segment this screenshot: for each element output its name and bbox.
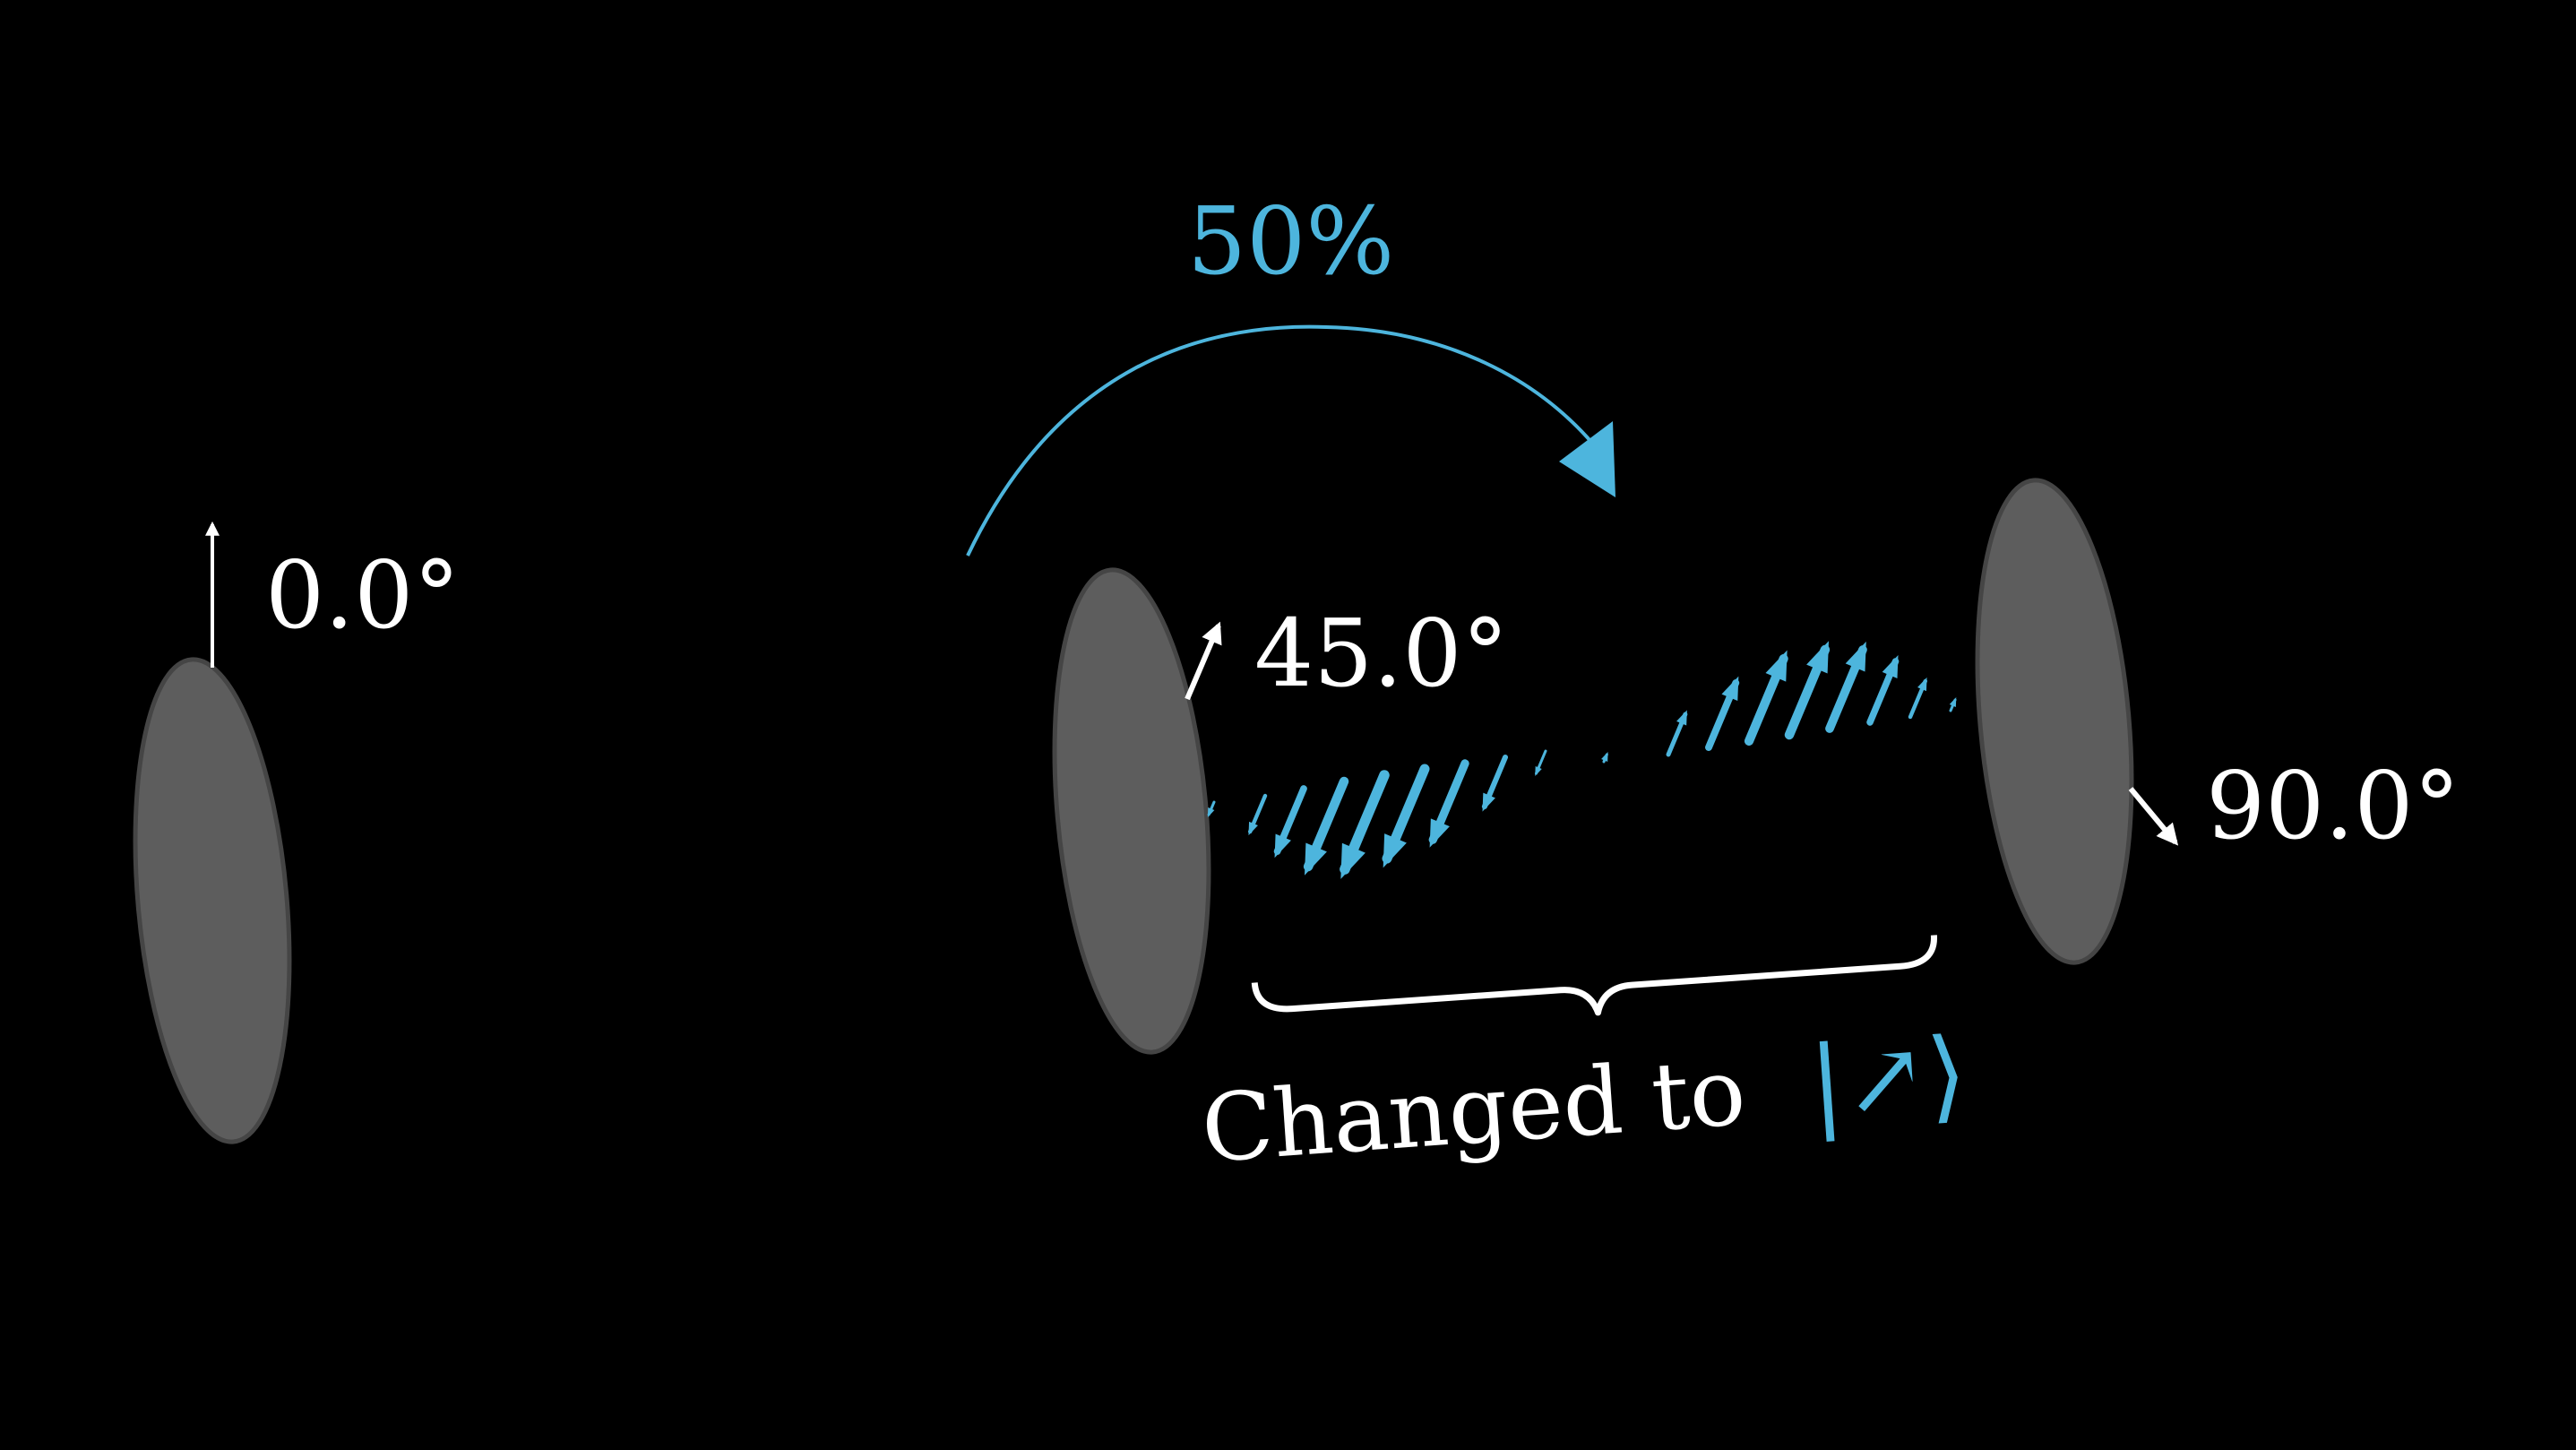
polarizer-disk [1975, 478, 2134, 965]
filter-90: 90.0° [1975, 478, 2460, 965]
curved-arrow-icon [966, 324, 1606, 557]
photon-arrow-icon [1207, 800, 1216, 817]
brace [1251, 935, 1937, 1016]
curved-arrow-head-icon [1559, 421, 1615, 497]
photon-arrow-icon [1666, 710, 1688, 757]
angle-label: 90.0° [2206, 751, 2460, 860]
photon-arrow-icon [1382, 764, 1430, 868]
photon-arrow-icon [1601, 752, 1608, 764]
photon-arrow-icon [1481, 754, 1509, 812]
brace-caption: Changed to [1198, 1037, 1749, 1184]
filter-45: 45.0° [1052, 567, 1509, 1055]
photon-arrow-icon [1949, 697, 1957, 712]
photon-arrows [1207, 641, 1957, 879]
polarizer-disk [133, 657, 292, 1144]
brace-group: Changed to |↗⟩ [1198, 935, 1970, 1184]
transmission-label: 50% [1187, 186, 1394, 296]
photon-arrow-icon [1825, 641, 1867, 733]
photon-arrow-icon [1908, 677, 1928, 720]
ket-label: |↗⟩ [1805, 1016, 1970, 1144]
polarizer-disk [1052, 567, 1211, 1055]
angle-label: 0.0° [265, 540, 460, 650]
photon-arrow-icon [1303, 776, 1349, 876]
photon-arrow-icon [1340, 770, 1390, 879]
photon-arrow-icon [1247, 793, 1268, 836]
polarization-arrow-icon [1185, 621, 1222, 701]
photon-arrow-icon [1428, 759, 1469, 848]
transmission-indicator: 50% [966, 186, 1615, 557]
photon-arrow-icon [1705, 676, 1740, 751]
photon-arrow-icon [1273, 785, 1307, 859]
photon-arrow-icon [1866, 654, 1900, 726]
angle-label: 45.0° [1254, 599, 1509, 708]
photon-arrow-icon [1535, 749, 1547, 776]
filter-0: 0.0° [133, 521, 460, 1144]
polarization-arrow-icon [2128, 787, 2179, 846]
photon-arrow-icon [1784, 641, 1831, 740]
photon-arrow-icon [1744, 650, 1788, 747]
